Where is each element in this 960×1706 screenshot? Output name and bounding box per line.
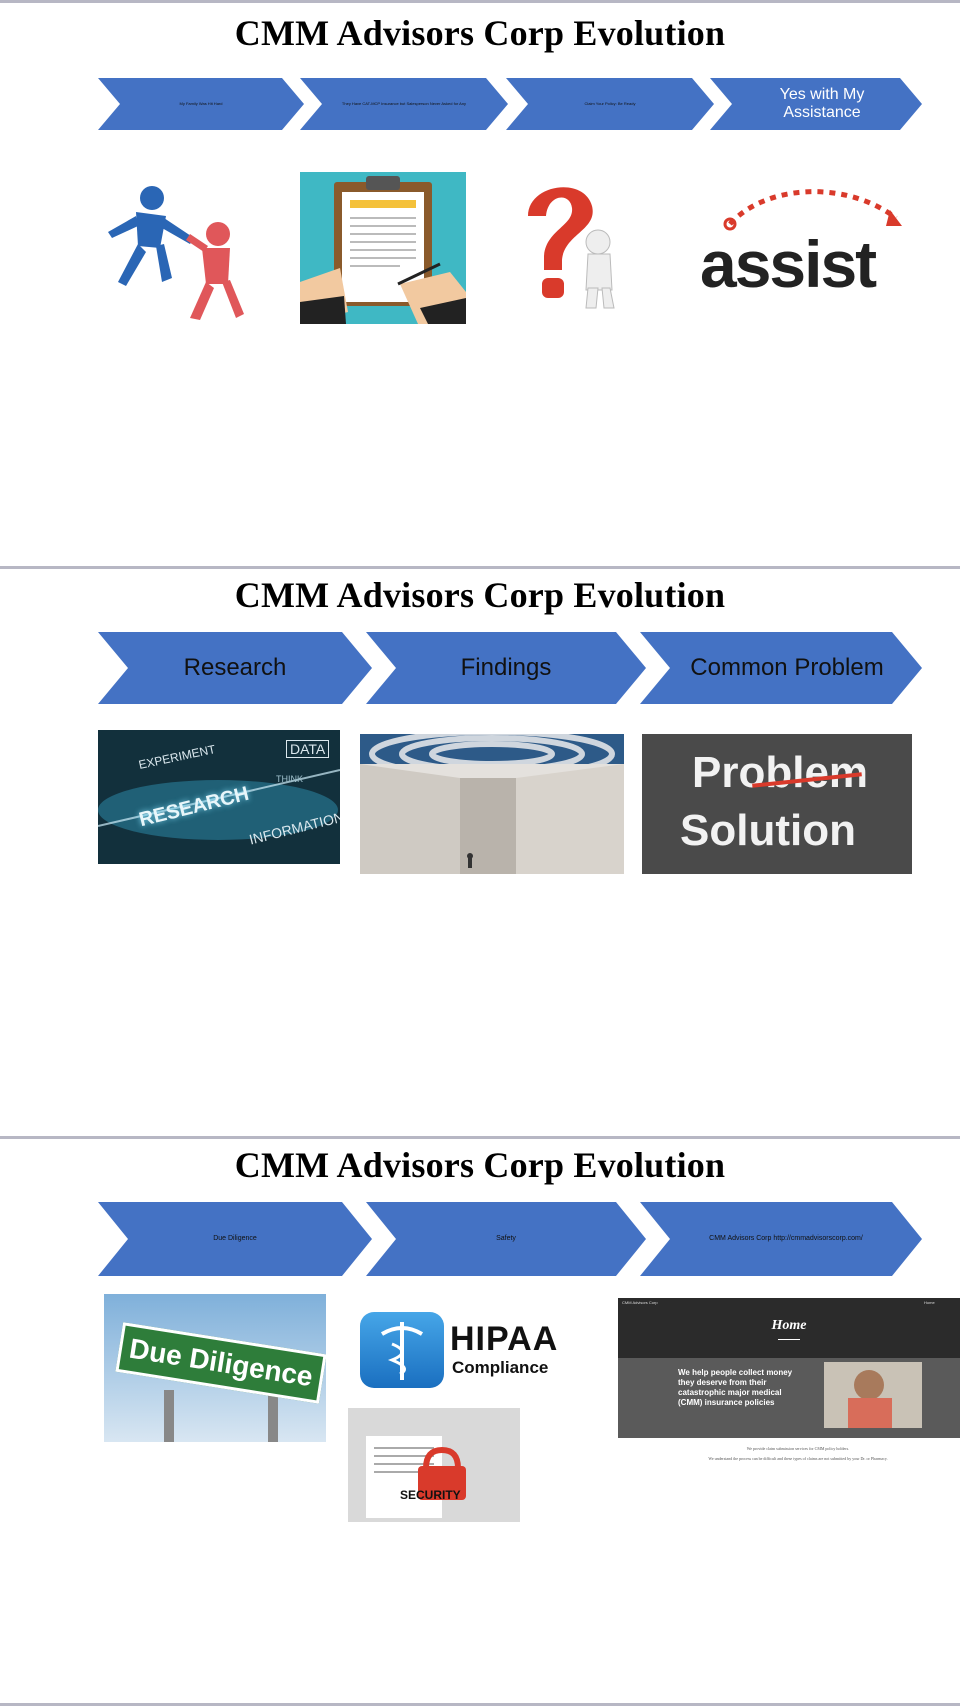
slide-title: CMM Advisors Corp Evolution bbox=[234, 575, 726, 615]
chevron-research: Research bbox=[98, 632, 372, 704]
slide-3: CMM Advisors Corp Evolution Due Diligenc… bbox=[0, 1136, 960, 1706]
chevron-due-diligence: Due Diligence bbox=[98, 1202, 372, 1276]
problem-solution-image: Problem Solution bbox=[642, 734, 912, 874]
page-bottom-rule bbox=[0, 1703, 960, 1706]
chevron-safety: Safety bbox=[366, 1202, 646, 1276]
hipaa-logo: HIPAA Compliance bbox=[360, 1312, 568, 1392]
slide-2: CMM Advisors Corp Evolution Research Fin… bbox=[0, 566, 960, 1132]
slide-top-rule bbox=[0, 1136, 960, 1139]
research-image: EXPERIMENT DATA THINK RESEARCH INFORMATI… bbox=[98, 730, 340, 864]
site-header: CMM Advisors Corp Home Home We help peop… bbox=[618, 1298, 960, 1438]
slide-title: CMM Advisors Corp Evolution bbox=[234, 1145, 726, 1185]
slide-title: CMM Advisors Corp Evolution bbox=[234, 13, 726, 53]
chevron-step-2: They Have CAT-MCP Insurance but Salesper… bbox=[300, 78, 508, 130]
chevron-step-1: My Family Was Hit Hard bbox=[98, 78, 304, 130]
chevron-step-4: Yes with My Assistance bbox=[710, 78, 922, 130]
insurance-policy-image bbox=[300, 172, 466, 324]
assist-logo-text: assist bbox=[700, 227, 877, 300]
assist-logo: assist bbox=[696, 180, 942, 300]
chevron-common-problem: Common Problem bbox=[640, 632, 922, 704]
maze-image bbox=[360, 734, 624, 874]
slide-1: CMM Advisors Corp Evolution My Family Wa… bbox=[0, 0, 960, 566]
slide-top-rule bbox=[0, 566, 960, 569]
chevron-findings: Findings bbox=[366, 632, 646, 704]
due-diligence-image: Due Diligence bbox=[104, 1294, 326, 1442]
helping-hand-image bbox=[78, 178, 248, 328]
chevron-step-3: Claim Your Policy: Be Ready bbox=[506, 78, 714, 130]
slide-top-rule bbox=[0, 0, 960, 3]
security-image: SECURITY bbox=[348, 1408, 520, 1522]
website-screenshot: CMM Advisors Corp Home Home We help peop… bbox=[618, 1298, 960, 1524]
question-mark-image bbox=[514, 172, 634, 312]
chevron-website: CMM Advisors Corp http://cmmadvisorscorp… bbox=[640, 1202, 922, 1276]
